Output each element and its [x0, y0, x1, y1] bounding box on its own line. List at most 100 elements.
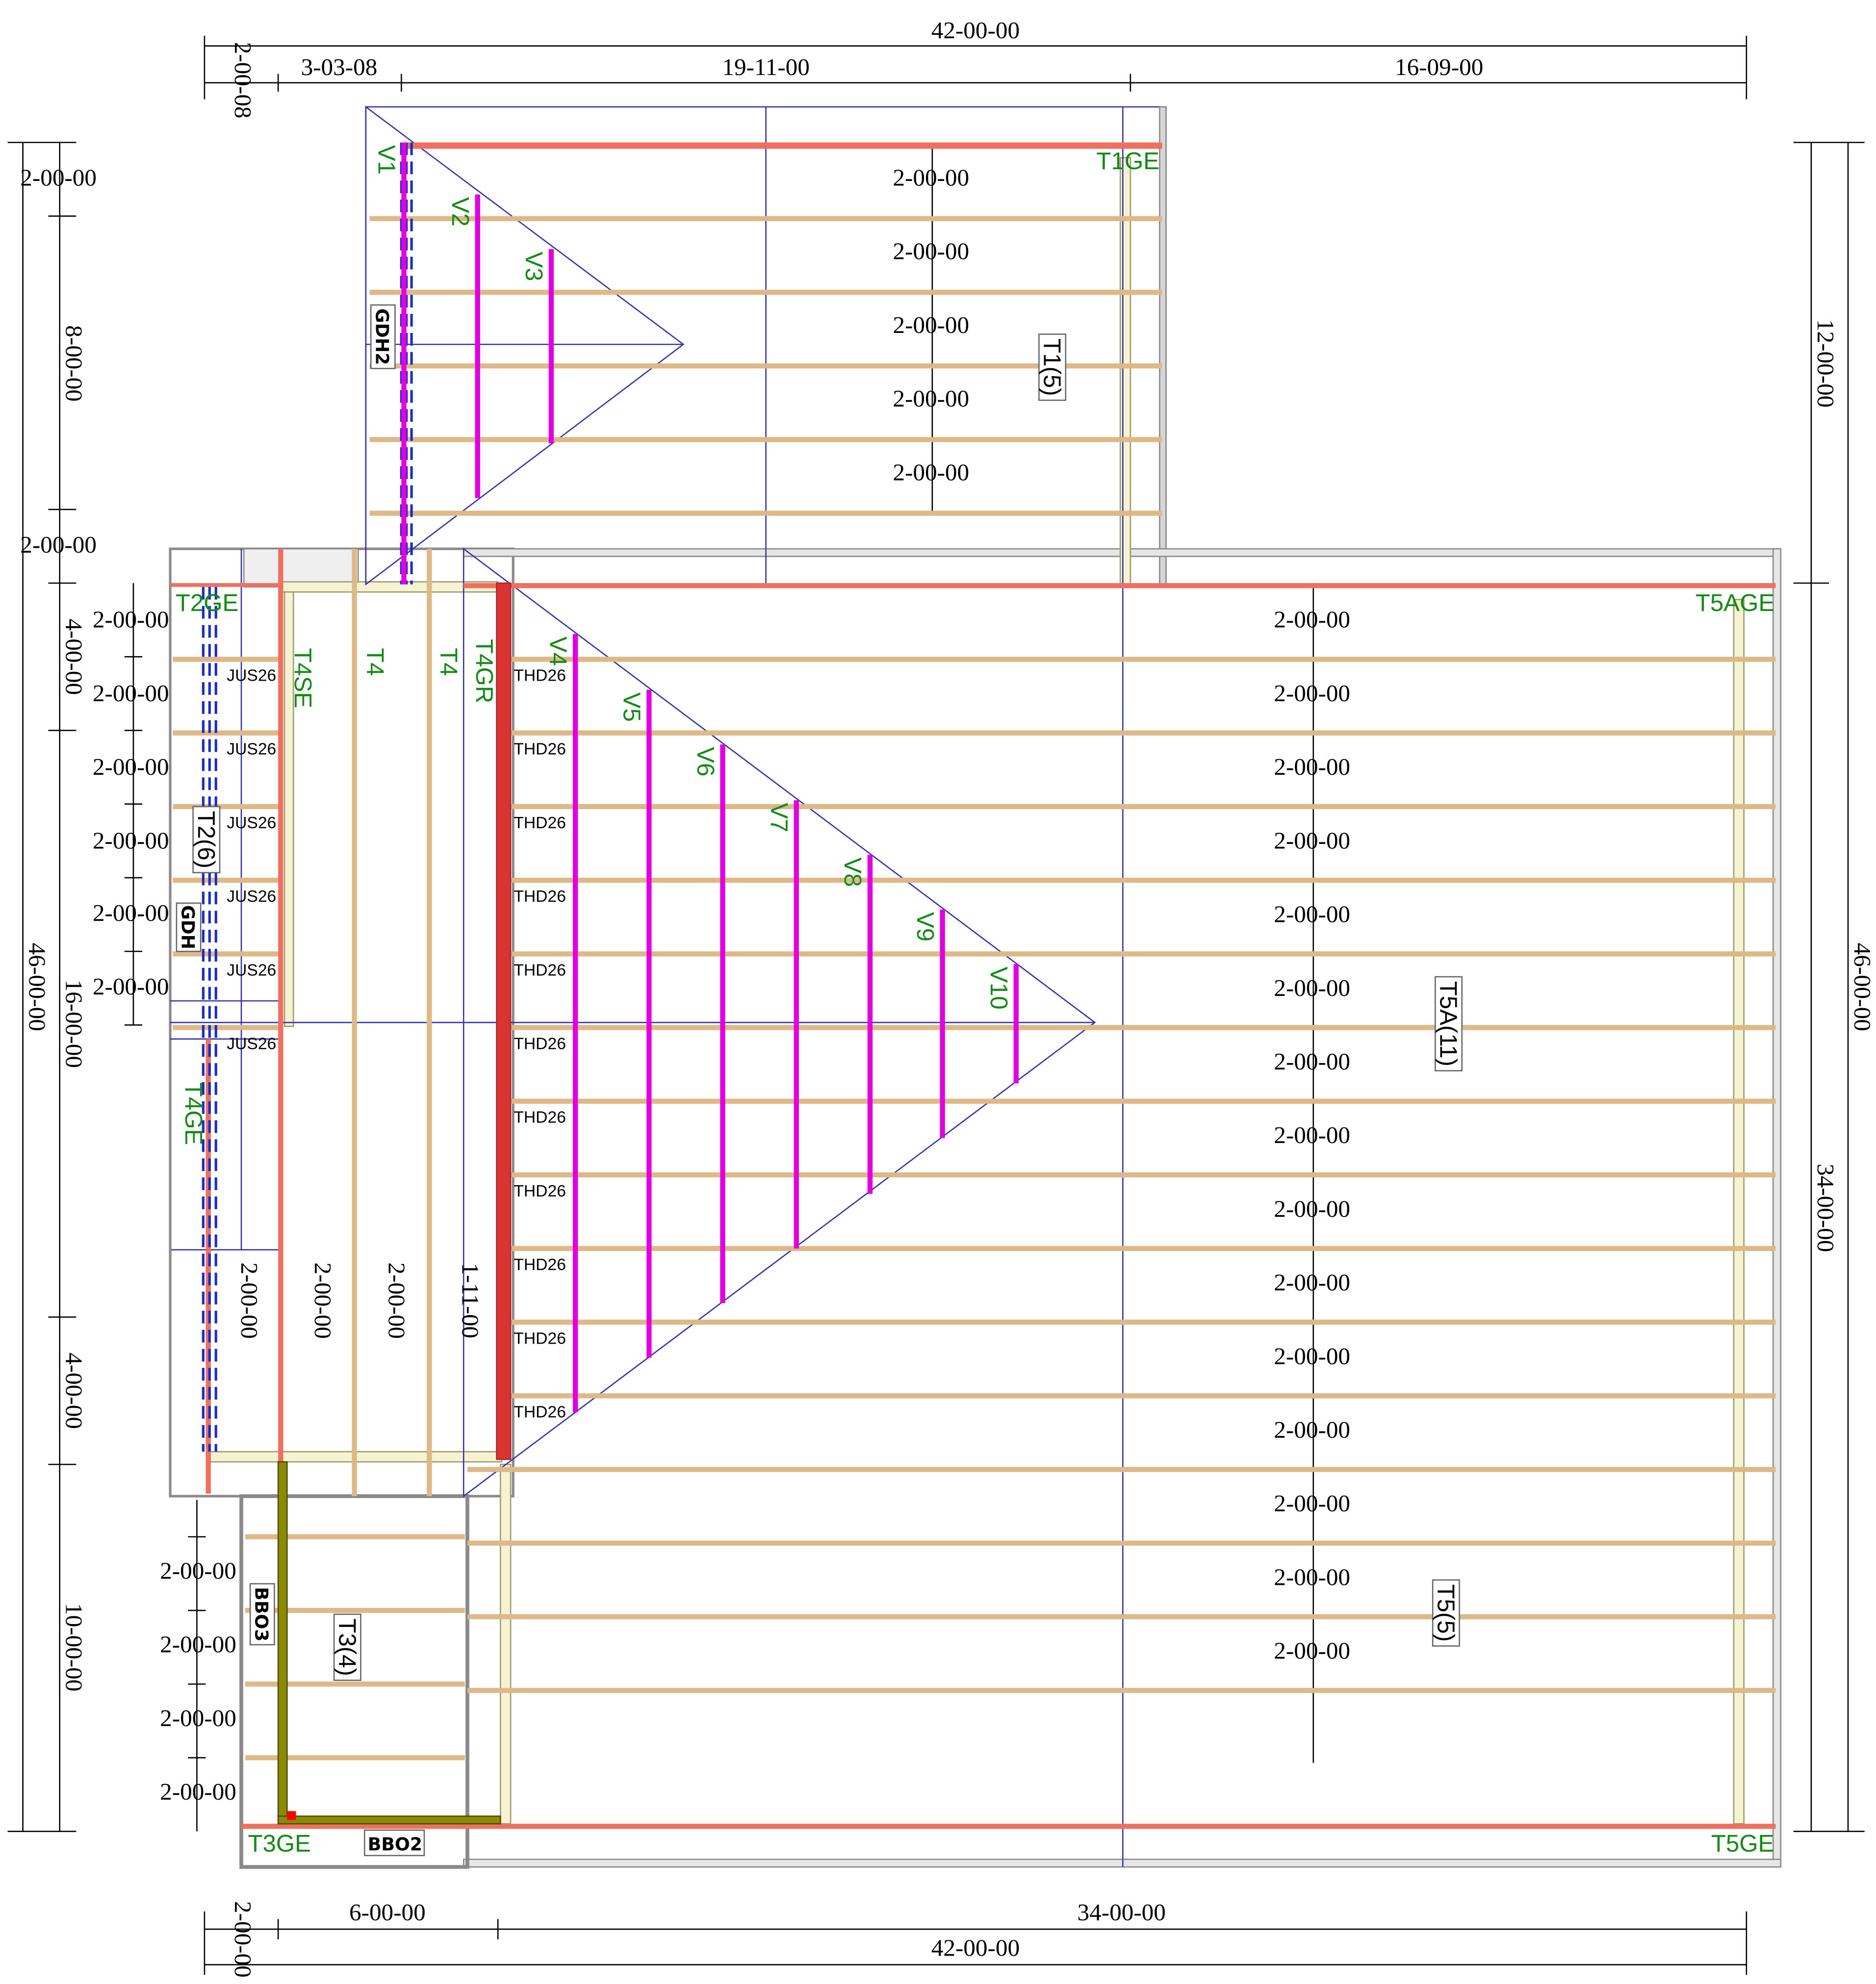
dim-left-b: 8-00-00: [61, 325, 88, 402]
dim-left-c: 2-00-00: [20, 531, 97, 558]
label-t3ge: T3GE: [248, 1830, 311, 1857]
dim-spacing: 2-00-00: [1274, 1416, 1350, 1443]
dim-spacing: 2-00-00: [893, 311, 969, 338]
group-label-t5: T5(5): [1432, 1579, 1460, 1647]
dim-left-g: 10-00-00: [61, 1603, 88, 1691]
dim-spacing: 2-00-00: [1274, 827, 1350, 854]
building-outline: [169, 105, 1782, 1869]
hanger-jus26: JUS26: [227, 1035, 276, 1053]
hanger-thd26: THD26: [514, 888, 566, 906]
dim-top-a: 2-00-08: [230, 42, 257, 119]
dim-girder-4: 1-11-00: [457, 1263, 484, 1338]
tag-gdh: GDH: [176, 902, 202, 952]
dim-spacing: 2-00-00: [1274, 1490, 1350, 1517]
truss-t2: [173, 657, 280, 662]
truss-t1: [369, 289, 1162, 295]
dim-bottom-overall: 42-00-00: [931, 1934, 1020, 1961]
truss-t5: [511, 877, 1776, 883]
dim-spacing: 2-00-00: [1274, 753, 1350, 780]
dim-spacing: 2-00-00: [93, 827, 169, 854]
hanger-jus26: JUS26: [227, 740, 276, 759]
hanger-thd26: THD26: [514, 1256, 566, 1274]
truss-t5: [467, 1467, 1776, 1472]
label-v1: V1: [373, 145, 400, 175]
label-t5ge: T5GE: [1711, 1830, 1774, 1857]
dim-spacing: 2-00-00: [1274, 1637, 1350, 1664]
truss-group-labels: T1(5) T2(6) T3(4) T5A(11) T5(5): [192, 333, 1463, 1681]
truss-t5: [511, 951, 1776, 957]
label-t2ge: T2GE: [176, 589, 238, 616]
dim-spacing: 2-00-00: [160, 1557, 236, 1584]
dim-spacing: 2-00-00: [1274, 1048, 1350, 1075]
hanger-thd26: THD26: [514, 961, 566, 979]
label-v9: V9: [912, 912, 939, 941]
label-v7: V7: [766, 803, 793, 832]
dimension-text: 42-00-00 3-03-08 19-11-00 16-09-00 2-00-…: [20, 17, 1876, 1978]
label-t4-b: T4: [436, 648, 463, 676]
label-t4-a: T4: [361, 648, 388, 676]
group-label-t3: T3(4): [333, 1613, 361, 1681]
dim-spacing: 2-00-00: [893, 385, 969, 412]
dim-spacing: 2-00-00: [893, 458, 969, 485]
truss-t5: [511, 1172, 1776, 1178]
hanger-thd26: THD26: [514, 1035, 566, 1053]
truss-labels: T1GE T2GE T5AGE T5GE T3GE T4SE T4 T4 T4G…: [176, 148, 1774, 1857]
label-v10: V10: [985, 967, 1012, 1010]
label-t4se: T4SE: [289, 648, 316, 708]
label-v6: V6: [692, 747, 719, 776]
dim-spacing: 2-00-00: [1274, 680, 1350, 707]
dim-spacing: 2-00-00: [160, 1778, 236, 1805]
dim-right-overall: 46-00-00: [1849, 942, 1876, 1031]
truss-t5: [511, 1098, 1776, 1104]
hanger-jus26: JUS26: [227, 814, 276, 832]
dim-spacing: 2-00-00: [93, 899, 169, 926]
dim-right-a: 12-00-00: [1812, 319, 1839, 407]
svg-text:T1(5): T1(5): [1039, 338, 1066, 396]
dim-left-e: 16-00-00: [61, 980, 88, 1068]
hanger-thd26: THD26: [514, 1403, 566, 1422]
hanger-jus26: JUS26: [227, 961, 276, 979]
dim-spacing: 2-00-00: [1274, 1195, 1350, 1222]
tag-bbo2: BBO2: [363, 1829, 425, 1857]
group-label-t2: T2(6): [192, 806, 221, 873]
svg-text:GDH2: GDH2: [372, 308, 393, 365]
truss-members: [173, 216, 1776, 1760]
dim-top-overall: 42-00-00: [931, 17, 1020, 44]
truss-t5: [467, 1688, 1776, 1693]
label-v8: V8: [839, 857, 866, 887]
dim-bottom-c: 34-00-00: [1078, 1899, 1166, 1926]
truss-t1: [369, 363, 1162, 369]
dim-spacing: 2-00-00: [93, 753, 169, 780]
spacing-dimension-text: 2-00-00 2-00-00 2-00-00 2-00-00 2-00-00 2-00-…: [93, 164, 1350, 1806]
tag-bbo3: BBO3: [249, 1583, 275, 1646]
svg-text:T5A(11): T5A(11): [1435, 981, 1462, 1067]
dim-spacing: 2-00-00: [1274, 1269, 1350, 1296]
truss-t5: [511, 1393, 1776, 1399]
dim-girder-2: 2-00-00: [309, 1262, 336, 1339]
truss-t2: [173, 877, 280, 883]
truss-t5: [467, 1540, 1776, 1546]
dim-spacing: 2-00-00: [1274, 1343, 1350, 1370]
dim-top-b: 3-03-08: [301, 53, 378, 80]
dim-left-d: 4-00-00: [61, 618, 88, 695]
girders-and-gables: [170, 142, 1776, 1829]
group-label-t5a: T5A(11): [1435, 976, 1463, 1071]
dimension-lines: [7, 35, 1865, 1975]
label-t5age: T5AGE: [1696, 589, 1774, 616]
dim-left-f: 4-00-00: [61, 1352, 88, 1429]
label-t4gr: T4GR: [471, 639, 498, 703]
truss-t2: [173, 804, 280, 810]
svg-text:BBO3: BBO3: [251, 1587, 272, 1641]
hardware-tags: GDH2 GDH BBO3 BBO2: [176, 304, 425, 1857]
dim-spacing: 2-00-00: [1274, 901, 1350, 928]
label-v2: V2: [447, 197, 474, 227]
hanger-thd26: THD26: [514, 740, 566, 759]
dim-spacing: 2-00-00: [1274, 606, 1350, 633]
truss-t3: [245, 1681, 465, 1687]
truss-t5: [511, 657, 1776, 662]
svg-text:T3(4): T3(4): [334, 1619, 360, 1677]
svg-text:GDH: GDH: [177, 905, 198, 949]
label-v4: V4: [544, 636, 571, 666]
tag-gdh2: GDH2: [370, 304, 396, 369]
